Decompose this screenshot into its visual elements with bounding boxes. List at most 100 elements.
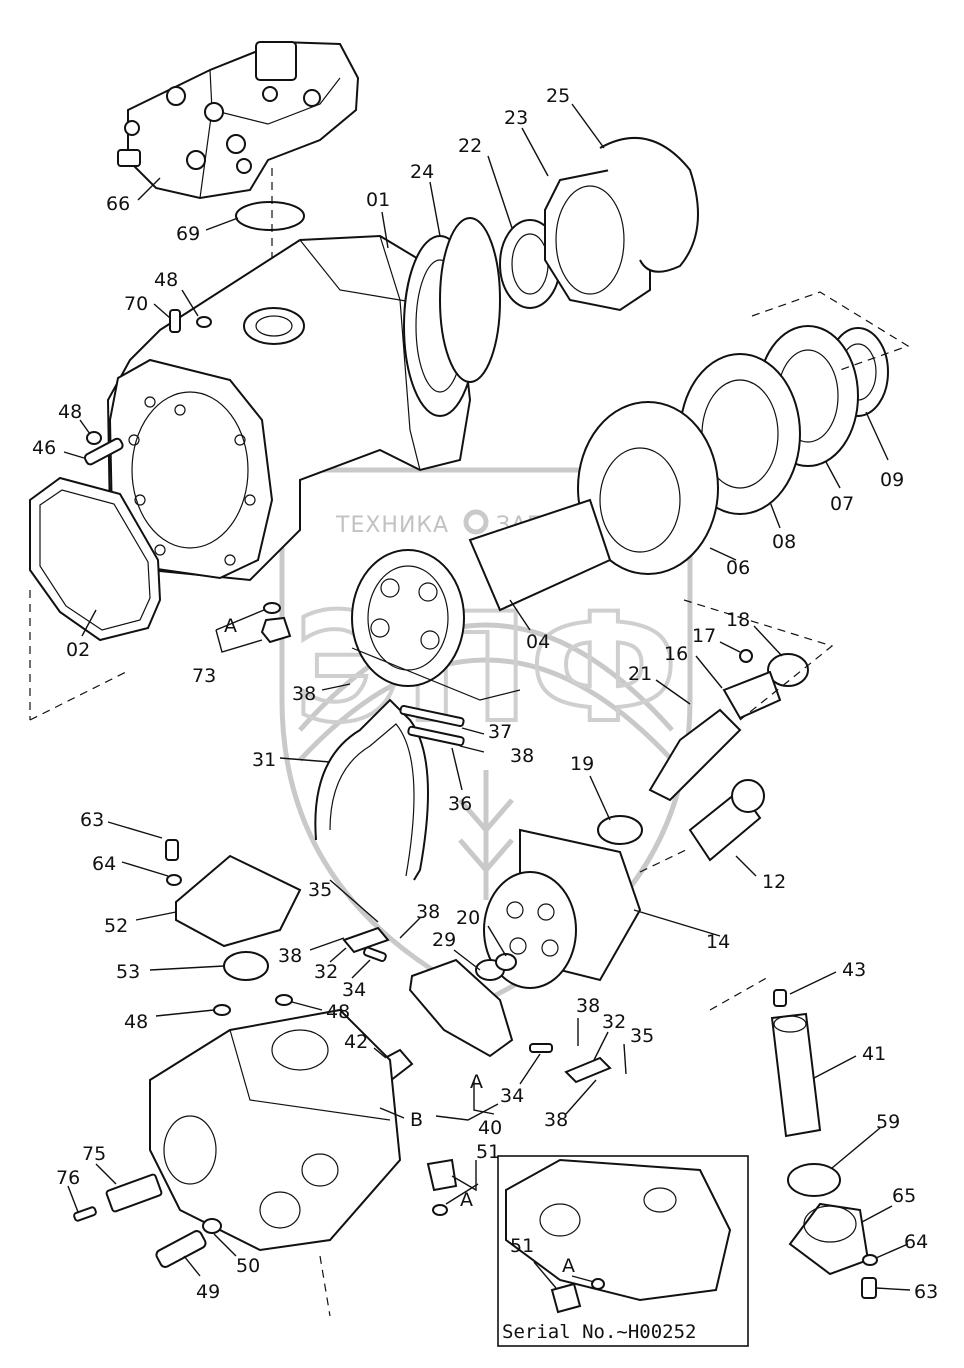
watermark: ТЕХНИКА ЗАПЧАСТИ ЭПФ <box>279 467 693 1003</box>
label-02: 02 <box>66 639 90 661</box>
part-32-link-b <box>564 1056 612 1084</box>
part-16-holder <box>722 670 782 720</box>
label-24: 24 <box>410 161 434 183</box>
label-38-a: 38 <box>292 683 316 705</box>
label-41: 41 <box>862 1043 886 1065</box>
label-69: 69 <box>176 223 200 245</box>
part-34-pin-a <box>363 946 387 963</box>
part-21-pin-shaft <box>648 708 742 802</box>
label-46: 46 <box>32 437 56 459</box>
label-14: 14 <box>706 931 730 953</box>
serial-number-text: Serial No.~H00252 <box>502 1321 696 1343</box>
label-04: 04 <box>526 631 550 653</box>
part-36-pin <box>407 725 465 747</box>
label-43: 43 <box>842 959 866 981</box>
label-48-d: 48 <box>326 1001 350 1023</box>
label-32-a: 32 <box>314 961 338 983</box>
part-50-o-ring <box>202 1218 222 1234</box>
label-09: 09 <box>880 469 904 491</box>
part-24-ring <box>439 217 501 383</box>
label-19: 19 <box>570 753 594 775</box>
label-48-c: 48 <box>124 1011 148 1033</box>
leader-lines <box>29 103 911 1317</box>
label-31: 31 <box>252 749 276 771</box>
label-12: 12 <box>762 871 786 893</box>
part-34-pin-b <box>529 1043 553 1053</box>
label-23: 23 <box>504 107 528 129</box>
label-73: 73 <box>192 665 216 687</box>
label-53: 53 <box>116 961 140 983</box>
label-40: 40 <box>478 1117 502 1139</box>
label-48-left: 48 <box>58 401 82 423</box>
part-63-bolt-a <box>165 839 179 861</box>
label-36: 36 <box>448 793 472 815</box>
label-34-b: 34 <box>500 1085 524 1107</box>
part-48-o-ring-a <box>196 316 212 328</box>
label-76: 76 <box>56 1167 80 1189</box>
part-02-gasket <box>29 476 162 642</box>
part-43-screw <box>773 989 787 1007</box>
label-52: 52 <box>104 915 128 937</box>
label-48-top: 48 <box>154 269 178 291</box>
part-18-snap-ring <box>767 653 809 687</box>
label-65: 65 <box>892 1185 916 1207</box>
part-19-spring <box>597 815 643 845</box>
part-73-plug <box>260 616 292 644</box>
part-a-o-ring-b <box>432 1204 448 1216</box>
label-07: 07 <box>830 493 854 515</box>
label-64-right: 64 <box>904 1231 928 1253</box>
part-64-washer-b <box>862 1254 878 1266</box>
label-a-2: A <box>470 1071 483 1093</box>
label-51-b: 51 <box>510 1235 534 1257</box>
part-37-pin <box>399 704 465 728</box>
label-50: 50 <box>236 1255 260 1277</box>
inset-serial-variant: Serial No.~H00252 <box>497 1155 749 1347</box>
part-59-o-ring <box>787 1163 841 1197</box>
label-32-b: 32 <box>602 1011 626 1033</box>
label-38-c: 38 <box>416 901 440 923</box>
label-18: 18 <box>726 609 750 631</box>
part-04-drive-shaft <box>351 498 612 687</box>
part-66-control-valve <box>117 40 360 200</box>
label-16: 16 <box>664 643 688 665</box>
label-42: 42 <box>344 1031 368 1053</box>
part-53-o-ring <box>223 951 269 981</box>
part-48-o-ring-c <box>213 1004 231 1016</box>
part-41-spindle <box>770 1012 822 1138</box>
part-51-plug-b <box>550 1282 582 1314</box>
part-52-cover <box>175 854 302 948</box>
label-20: 20 <box>456 907 480 929</box>
label-01: 01 <box>366 189 390 211</box>
part-32-link-a <box>342 926 390 954</box>
part-17-ball <box>739 649 753 663</box>
watermark-left-text: ТЕХНИКА <box>335 513 449 538</box>
part-06-bearing <box>577 401 719 575</box>
label-64-left: 64 <box>92 853 116 875</box>
label-51-a: 51 <box>476 1141 500 1163</box>
part-31-swash-yoke <box>314 698 429 881</box>
label-a-4: A <box>562 1255 575 1277</box>
watermark-logo-text: ЭПФ <box>294 582 678 756</box>
part-40-valve-plate <box>408 958 514 1058</box>
label-06: 06 <box>726 557 750 579</box>
label-a-1: A <box>224 615 237 637</box>
label-37: 37 <box>488 721 512 743</box>
label-35-a: 35 <box>308 879 332 901</box>
label-63-left: 63 <box>80 809 104 831</box>
label-17: 17 <box>692 625 716 647</box>
label-38-e: 38 <box>576 995 600 1017</box>
part-b-end-cover <box>149 1008 402 1252</box>
label-25: 25 <box>546 85 570 107</box>
part-76-screw <box>73 1206 97 1222</box>
part-labels: 66 69 01 24 22 23 25 48 70 48 46 02 A 73… <box>32 85 938 1303</box>
part-49-plug <box>155 1230 207 1268</box>
label-34-a: 34 <box>342 979 366 1001</box>
part-51-plug-a <box>426 1158 458 1192</box>
part-69-o-ring <box>235 201 305 231</box>
label-63-right: 63 <box>914 1281 938 1303</box>
part-48-o-ring-d <box>275 994 293 1006</box>
label-66: 66 <box>106 193 130 215</box>
part-46-pin <box>83 437 124 466</box>
label-59: 59 <box>876 1111 900 1133</box>
